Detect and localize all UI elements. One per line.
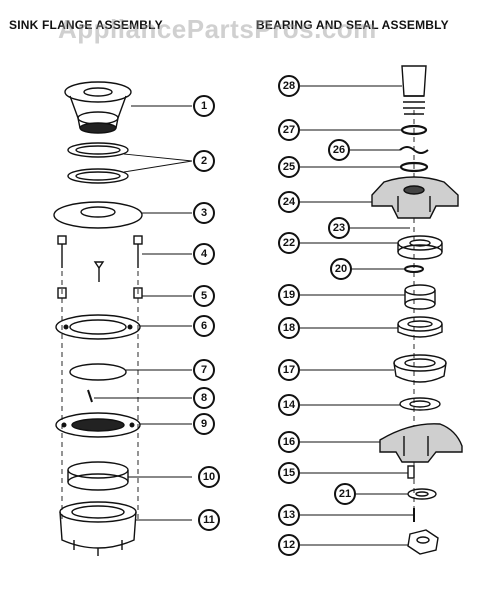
part-16-lower-housing xyxy=(379,423,463,463)
callout-19: 19 xyxy=(278,284,300,306)
callout-28: 28 xyxy=(278,75,300,97)
callout-11: 11 xyxy=(198,509,220,531)
callout-8: 8 xyxy=(193,387,215,409)
part-2-gaskets xyxy=(67,142,129,184)
callout-7: 7 xyxy=(193,359,215,381)
part-28-shaft xyxy=(401,65,427,115)
callout-20: 20 xyxy=(330,258,352,280)
part-21-washer xyxy=(407,488,437,500)
callout-21: 21 xyxy=(334,483,356,505)
callout-22: 22 xyxy=(278,232,300,254)
callout-10: 10 xyxy=(198,466,220,488)
part-19-bushing xyxy=(404,284,436,310)
part-17-cup xyxy=(393,354,447,383)
part-14-washer xyxy=(399,397,441,411)
callout-5: 5 xyxy=(193,285,215,307)
callout-23: 23 xyxy=(328,217,350,239)
part-11-lower-mount xyxy=(59,501,137,556)
part-24-upper-housing xyxy=(371,176,459,219)
part-1-sink-flange xyxy=(64,81,132,134)
bearing-seal-assembly-heading: BEARING AND SEAL ASSEMBLY xyxy=(256,18,449,32)
callout-27: 27 xyxy=(278,119,300,141)
part-9-cushion-mount xyxy=(55,412,141,438)
callout-1: 1 xyxy=(193,95,215,117)
callout-26: 26 xyxy=(328,139,350,161)
part-15-pin xyxy=(407,465,415,479)
right-leader-lines xyxy=(300,85,414,546)
sink-flange-assembly-heading: SINK FLANGE ASSEMBLY xyxy=(9,18,163,32)
part-7-snap-ring xyxy=(69,363,127,381)
callout-9: 9 xyxy=(193,413,215,435)
callout-16: 16 xyxy=(278,431,300,453)
part-6-mounting-ring xyxy=(55,314,141,340)
callout-6: 6 xyxy=(193,315,215,337)
callout-4: 4 xyxy=(193,243,215,265)
callout-2: 2 xyxy=(193,150,215,172)
callout-17: 17 xyxy=(278,359,300,381)
callout-13: 13 xyxy=(278,504,300,526)
left-leader-lines xyxy=(94,105,193,521)
part-12-nut xyxy=(407,529,439,555)
part-22-bearing xyxy=(397,235,443,260)
callout-18: 18 xyxy=(278,317,300,339)
part-5-clips xyxy=(57,287,143,299)
callout-12: 12 xyxy=(278,534,300,556)
callout-25: 25 xyxy=(278,156,300,178)
part-3-backup-flange xyxy=(53,201,143,229)
callout-3: 3 xyxy=(193,202,215,224)
part-20-small-ring xyxy=(404,265,424,273)
part-26-wave-washer xyxy=(399,146,429,154)
part-18-seal-ring xyxy=(397,316,443,338)
callout-14: 14 xyxy=(278,394,300,416)
watermark: AppliancePartsPros.com xyxy=(58,14,377,44)
callout-15: 15 xyxy=(278,462,300,484)
part-4-screws xyxy=(57,235,143,282)
part-10-gasket-ring xyxy=(67,461,129,491)
left-centerlines xyxy=(61,262,139,520)
part-8-pin xyxy=(87,389,93,403)
callout-24: 24 xyxy=(278,191,300,213)
